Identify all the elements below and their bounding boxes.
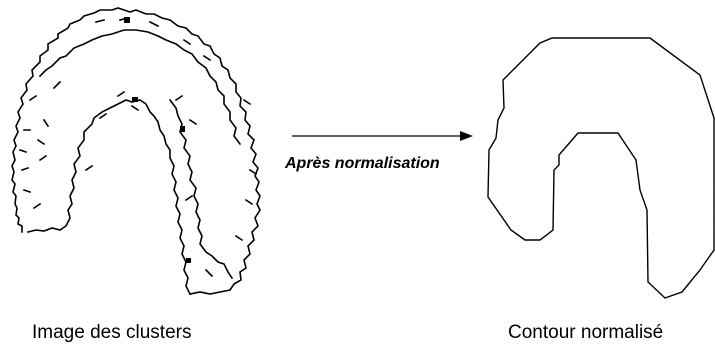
cluster-outer-lining xyxy=(38,29,242,146)
cluster-dot xyxy=(180,126,185,132)
right-caption: Contour normalisé xyxy=(508,322,664,343)
cluster-image xyxy=(11,7,261,296)
transform-arrow xyxy=(292,131,473,141)
arrow-label: Après normalisation xyxy=(285,155,440,172)
cluster-dot xyxy=(186,258,191,263)
cluster-inner-contour xyxy=(27,99,192,296)
cluster-dot xyxy=(124,17,130,23)
cluster-inner-lining xyxy=(168,98,234,280)
arrow-head xyxy=(460,131,473,141)
normalized-contour xyxy=(487,37,715,299)
cluster-outer-contour xyxy=(11,7,261,295)
left-caption: Image des clusters xyxy=(32,322,192,343)
cluster-noise xyxy=(18,17,258,278)
cluster-dot xyxy=(132,97,138,102)
